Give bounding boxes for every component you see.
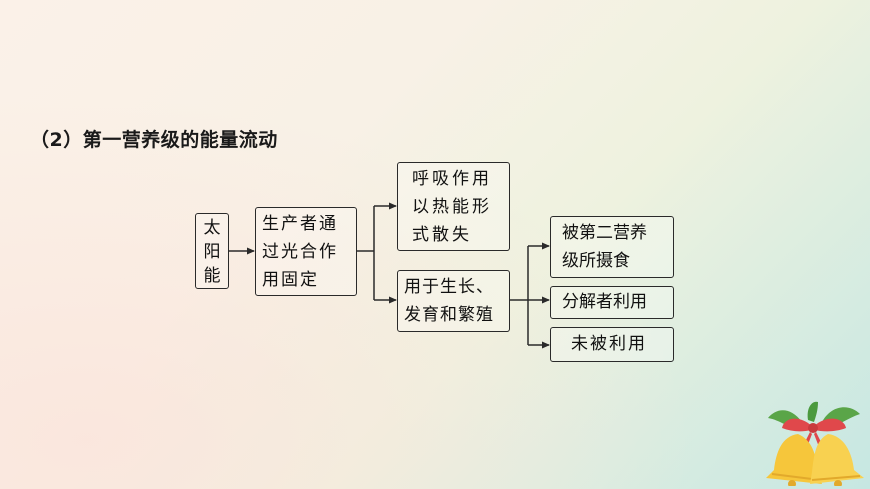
node-producer-fixation: 生产者通 过光合作 用固定 [255, 207, 357, 296]
node-line: 太 [203, 218, 221, 238]
node-line: 未被利用 [571, 334, 647, 354]
node-line: 阳 [203, 242, 221, 262]
node-line: 过光合作 [262, 242, 338, 262]
node-line: 能 [203, 266, 221, 286]
node-line: 分解者利用 [562, 292, 647, 312]
node-line: 呼吸作用 [412, 169, 492, 189]
node-line: 被第二营养 [562, 223, 647, 243]
node-eaten-by-second-level: 被第二营养 级所摄食 [550, 216, 674, 278]
node-line: 用固定 [262, 270, 319, 290]
node-line: 以热能形 [412, 197, 492, 217]
node-line: 用于生长、 [404, 277, 494, 297]
christmas-bells-icon [766, 401, 864, 486]
node-line: 发育和繁殖 [404, 305, 494, 325]
bell-right-icon [810, 434, 864, 486]
node-sun-energy: 太 阳 能 [195, 213, 229, 289]
section-heading: （2）第一营养级的能量流动 [30, 129, 278, 151]
node-line: 生产者通 [262, 214, 338, 234]
node-line: 级所摄食 [562, 251, 630, 271]
node-growth-reproduction: 用于生长、 发育和繁殖 [397, 270, 510, 332]
node-unused: 未被利用 [550, 327, 674, 362]
node-line: 式散失 [412, 225, 472, 245]
node-decomposer-use: 分解者利用 [550, 286, 674, 319]
node-respiration-heat-loss: 呼吸作用 以热能形 式散失 [397, 162, 510, 251]
